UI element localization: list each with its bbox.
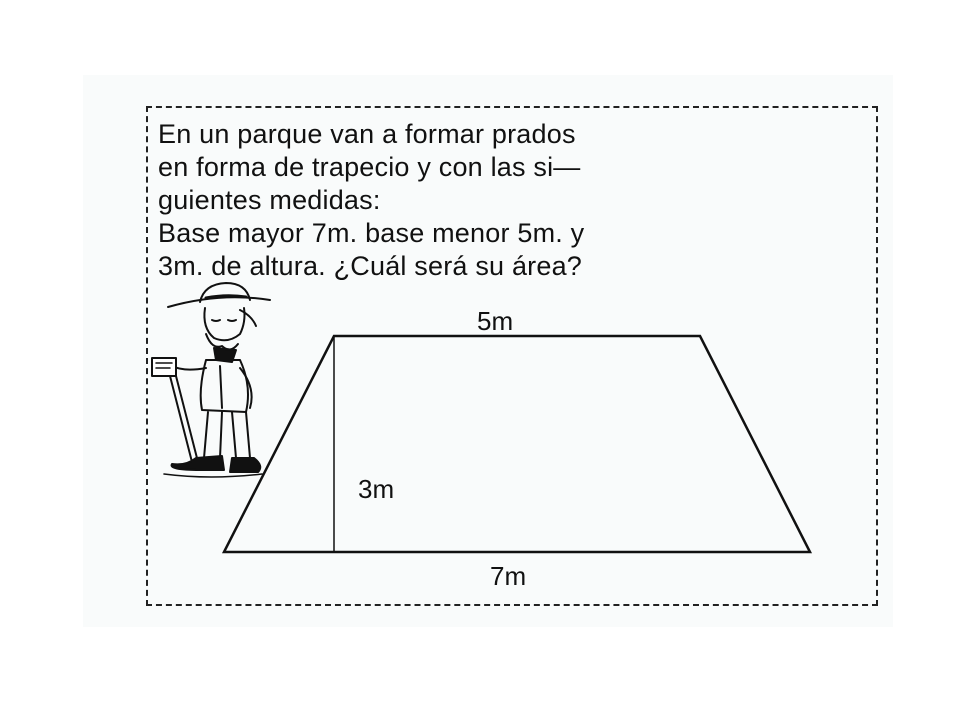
height-label: 3m (358, 474, 395, 504)
problem-line-4: Base mayor 7m. base menor 5m. y (158, 218, 585, 248)
problem-line-1: En un parque van a formar prados (158, 119, 576, 149)
dashed-border-frame (146, 106, 878, 606)
problem-line-5: 3m. de altura. ¿Cuál será su área? (158, 251, 583, 281)
base-major-label: 7m (490, 561, 527, 591)
base-minor-label: 5m (477, 306, 514, 336)
problem-statement: En un parque van a formar prados en form… (158, 118, 870, 283)
problem-line-2: en forma de trapecio y con las si— (158, 152, 581, 182)
problem-line-3: guientes medidas: (158, 185, 381, 215)
